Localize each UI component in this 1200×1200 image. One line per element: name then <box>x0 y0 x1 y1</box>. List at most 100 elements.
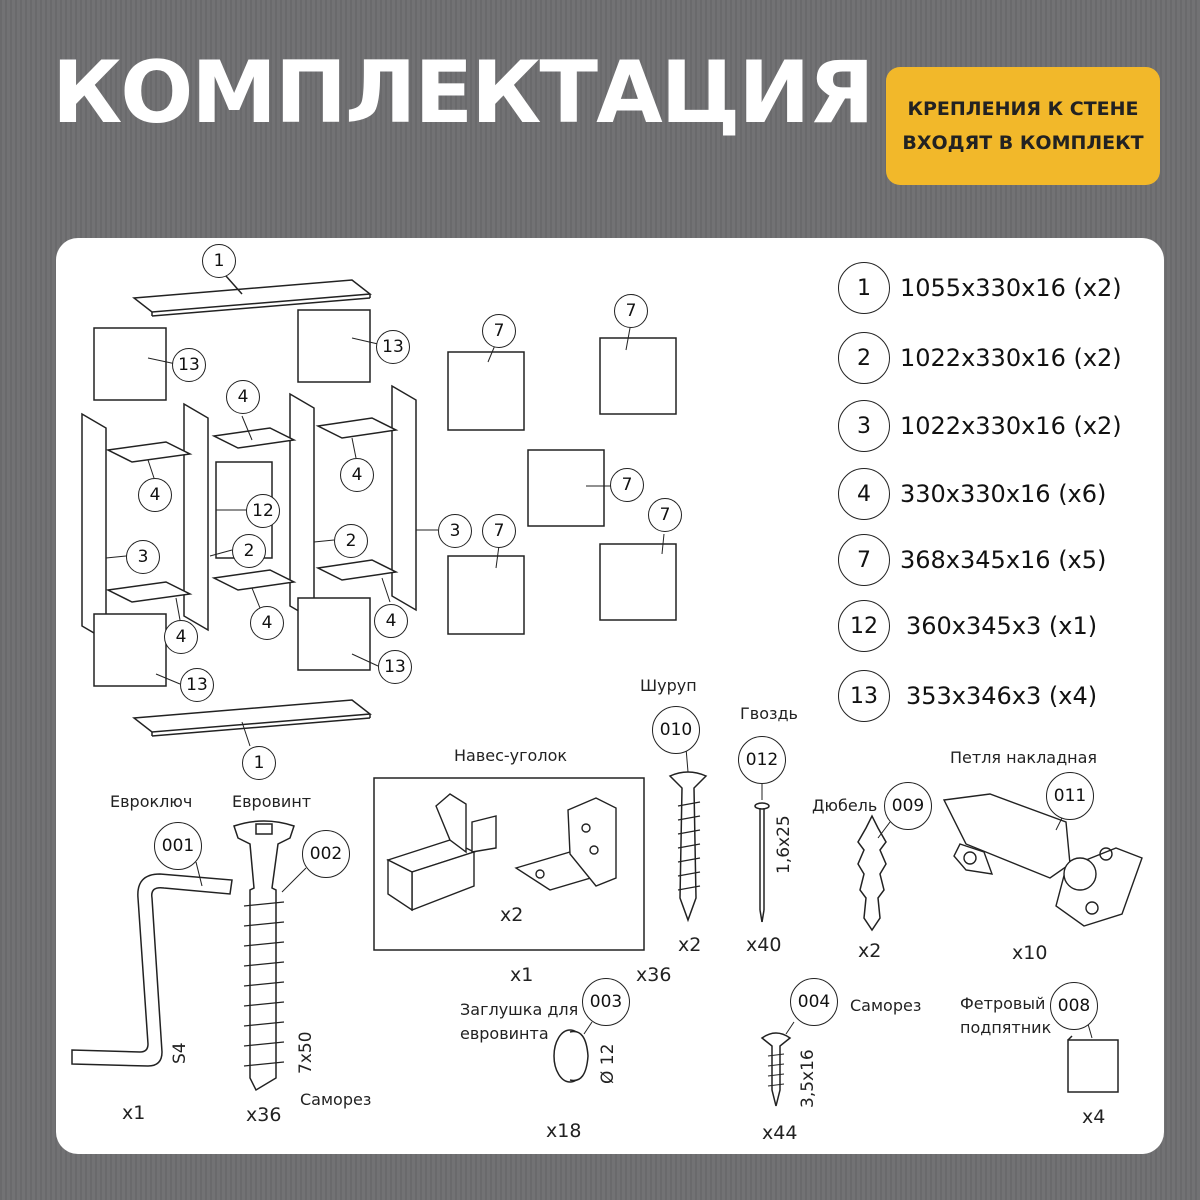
back-panel-br <box>297 597 371 671</box>
confirmat-screw-shape <box>233 820 295 1092</box>
hinge-shape <box>942 793 1143 927</box>
naves-qty-inner: x2 <box>500 904 524 926</box>
shurup-label: Шуруп <box>640 676 697 695</box>
gvozd-label: Гвоздь <box>740 704 798 723</box>
podpyatnik-qty: x4 <box>1082 1106 1106 1128</box>
spec-size-4: 330x330x16 (x6) <box>900 480 1107 508</box>
callout-shelf-e: 4 <box>250 606 284 640</box>
zaglushka-qty: x18 <box>546 1120 582 1142</box>
spec-num-12: 12 <box>838 600 890 652</box>
samorez-code: 004 <box>790 978 838 1026</box>
callout-shelf-f: 4 <box>374 604 408 638</box>
spec-num-3: 3 <box>838 400 890 452</box>
callout-back-tl: 13 <box>172 348 206 382</box>
wall-mount-badge: КРЕПЛЕНИЯ К СТЕНЕ ВХОДЯТ В КОМПЛЕКТ <box>886 67 1160 185</box>
evroklyuch-label: Евроключ <box>110 792 193 811</box>
petlya-label: Петля накладная <box>950 748 1098 767</box>
door-panel-5 <box>599 543 677 621</box>
spec-size-2: 1022x330x16 (x2) <box>900 344 1122 372</box>
shelf-c <box>315 417 399 439</box>
zaglushka-label-1: Заглушка для <box>460 1000 579 1019</box>
callout-door-2: 7 <box>614 294 648 328</box>
mid-panel-right <box>289 392 315 622</box>
spec-size-3: 1022x330x16 (x2) <box>900 412 1122 440</box>
evrovint-code: 002 <box>302 830 350 878</box>
nail-shape <box>754 802 770 923</box>
shelf-d <box>105 581 193 603</box>
samorez-qty: x44 <box>762 1122 798 1144</box>
evroklyuch-qty: x1 <box>122 1102 146 1124</box>
spec-num-13: 13 <box>838 670 890 722</box>
podpyatnik-code: 008 <box>1050 982 1098 1030</box>
callout-door-1: 7 <box>482 314 516 348</box>
evroklyuch-code: 001 <box>154 822 202 870</box>
side-panel-right <box>391 384 417 612</box>
spec-size-13: 353x346x3 (x4) <box>906 682 1098 710</box>
shelf-a <box>105 441 193 463</box>
back-panel-tl <box>93 327 167 401</box>
spec-size-7: 368x345x16 (x5) <box>900 546 1107 574</box>
evrovint-note: Саморез <box>300 1090 372 1109</box>
dyubel-code: 009 <box>884 782 932 830</box>
callout-door-3: 7 <box>610 468 644 502</box>
zaglushka-code: 003 <box>582 978 630 1026</box>
callout-door-4: 7 <box>482 514 516 548</box>
felt-pad-shape <box>1067 1039 1119 1093</box>
badge-line-2: ВХОДЯТ В КОМПЛЕКТ <box>902 132 1144 154</box>
spec-num-1: 1 <box>838 262 890 314</box>
naves-label: Навес-уголок <box>454 746 568 765</box>
back-panel-bl <box>93 613 167 687</box>
door-panel-4 <box>447 555 525 635</box>
dyubel-label: Дюбель <box>812 796 878 815</box>
wood-screw-shape <box>668 771 708 923</box>
callout-back-br: 13 <box>378 650 412 684</box>
callout-mid-right: 2 <box>334 524 368 558</box>
wall-bracket-shapes <box>386 793 617 912</box>
callout-door-5: 7 <box>648 498 682 532</box>
side-panel-left <box>81 412 107 642</box>
gvozd-qty: x40 <box>746 934 782 956</box>
badge-line-1: КРЕПЛЕНИЯ К СТЕНЕ <box>907 98 1139 120</box>
gvozd-size: 1,6x25 <box>774 815 794 874</box>
door-panel-2 <box>599 337 677 415</box>
evrovint-label: Евровинт <box>232 792 312 811</box>
mid-panel-left <box>183 402 209 632</box>
petlya-qty: x10 <box>1012 942 1048 964</box>
contents-card: 1 13 13 7 7 7 7 7 4 4 4 3 12 2 2 3 4 4 4… <box>56 238 1164 1154</box>
callout-shelf-c: 4 <box>340 458 374 492</box>
shelf-f <box>315 559 399 581</box>
callout-back-bl: 13 <box>180 668 214 702</box>
callout-side-right: 3 <box>438 514 472 548</box>
page-title: КОМПЛЕКТАЦИЯ <box>52 43 875 143</box>
shelf-e <box>211 569 297 591</box>
shelf-b <box>211 427 297 449</box>
podpyatnik-label-2: подпятник <box>960 1018 1052 1037</box>
callout-side-left: 3 <box>126 540 160 574</box>
zaglushka-label-2: евровинта <box>460 1024 549 1043</box>
hex-key-shape <box>71 873 233 1067</box>
spec-size-1: 1055x330x16 (x2) <box>900 274 1122 302</box>
callout-top-shelf: 1 <box>202 244 236 278</box>
evrovint-qty: x36 <box>246 1104 282 1126</box>
callout-shelf-b: 4 <box>226 380 260 414</box>
naves-qty-b: x36 <box>636 964 672 986</box>
door-panel-3 <box>527 449 605 527</box>
petlya-code: 011 <box>1046 772 1094 820</box>
back-panel-tr <box>297 309 371 383</box>
zaglushka-size: Ø 12 <box>598 1043 618 1084</box>
spec-num-2: 2 <box>838 332 890 384</box>
callout-back-tr: 13 <box>376 330 410 364</box>
callout-shelf-d: 4 <box>164 620 198 654</box>
callout-bottom-shelf: 1 <box>242 746 276 780</box>
callout-mid-left: 2 <box>232 534 266 568</box>
podpyatnik-label-1: Фетровый <box>960 994 1046 1013</box>
samorez-size: 3,5x16 <box>798 1049 818 1108</box>
door-panel-1 <box>447 351 525 431</box>
dyubel-qty: x2 <box>858 940 882 962</box>
shurup-code: 010 <box>652 706 700 754</box>
spec-num-7: 7 <box>838 534 890 586</box>
gvozd-code: 012 <box>738 736 786 784</box>
spec-num-4: 4 <box>838 468 890 520</box>
callout-shelf-a: 4 <box>138 478 172 512</box>
naves-qty-a: x1 <box>510 964 534 986</box>
